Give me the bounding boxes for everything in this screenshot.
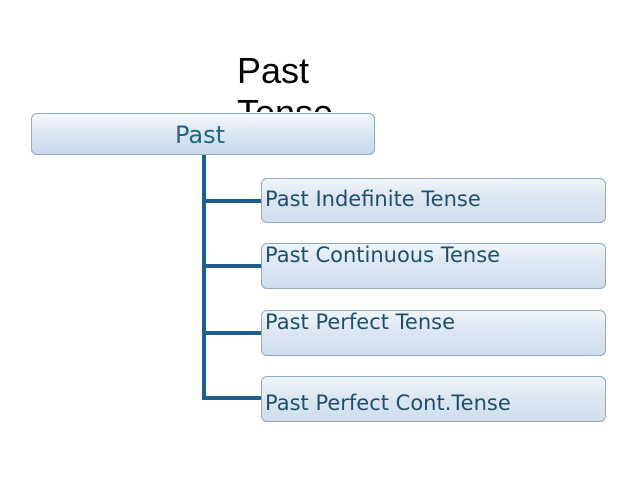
child-node-label-2: Past Continuous Tense: [265, 243, 501, 267]
child-node-box-1: [261, 178, 606, 223]
child-node-box-4: [261, 376, 606, 422]
child-node-label-1: Past Indefinite Tense: [265, 187, 481, 211]
child-node-box-2: [261, 243, 606, 289]
root-node-label: Past: [175, 121, 226, 149]
child-node-box-3: [261, 310, 606, 356]
root-node-box: [31, 113, 375, 155]
child-node-label-4: Past Perfect Cont.Tense: [265, 391, 511, 415]
slide-title: Past Tense: [237, 50, 333, 112]
child-node-label-3: Past Perfect Tense: [265, 310, 456, 334]
